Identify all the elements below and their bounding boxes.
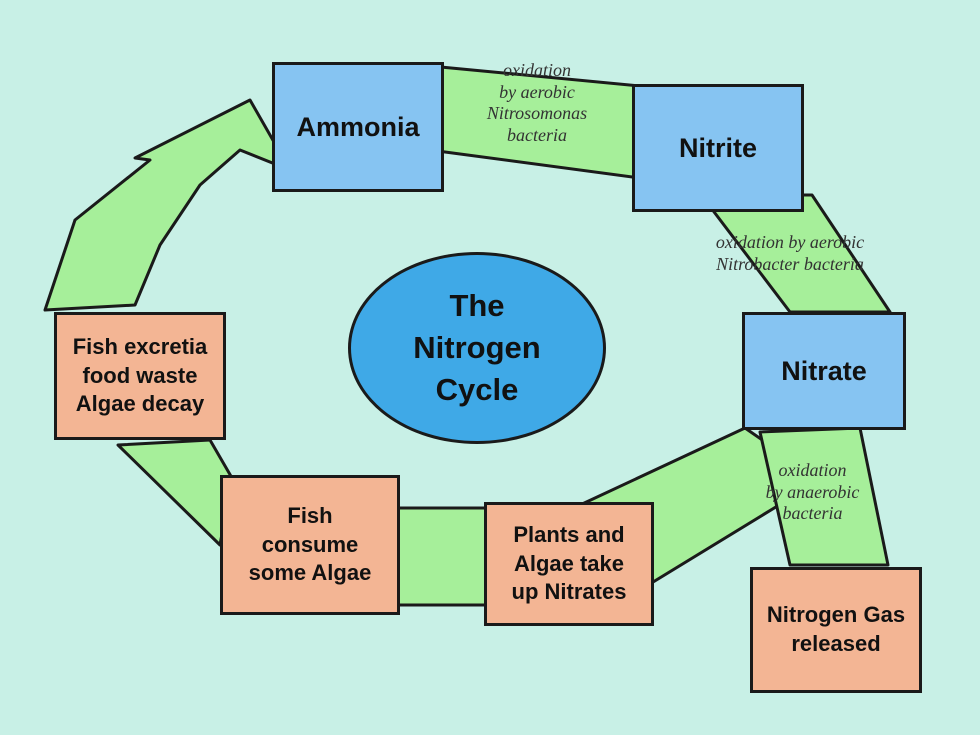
label-nitrosomonas: oxidation by aerobic Nitrosomonas bacter… [486,60,588,145]
flow-arrow-to-ammonia [43,98,292,312]
node-nitrite: Nitrite [632,84,804,212]
node-fish-consume: Fish consume some Algae [220,475,400,615]
label-anaerobic: oxidation by anaerobic bacteria [765,460,860,524]
node-nitrate: Nitrate [742,312,906,430]
flow-band-fish-excretia [116,438,234,547]
label-nitrobacter: oxidation by aerobic Nitrobacter bacteri… [715,232,865,274]
cycle-title: The Nitrogen Cycle [348,252,606,444]
node-nitrogen-gas: Nitrogen Gas released [750,567,922,693]
node-ammonia: Ammonia [272,62,444,192]
node-plants-algae: Plants and Algae take up Nitrates [484,502,654,626]
flow-band-nitrate-gas [758,426,890,567]
flow-band-plants-fish [396,506,490,607]
node-fish-excretia: Fish excretia food waste Algae decay [54,312,226,440]
